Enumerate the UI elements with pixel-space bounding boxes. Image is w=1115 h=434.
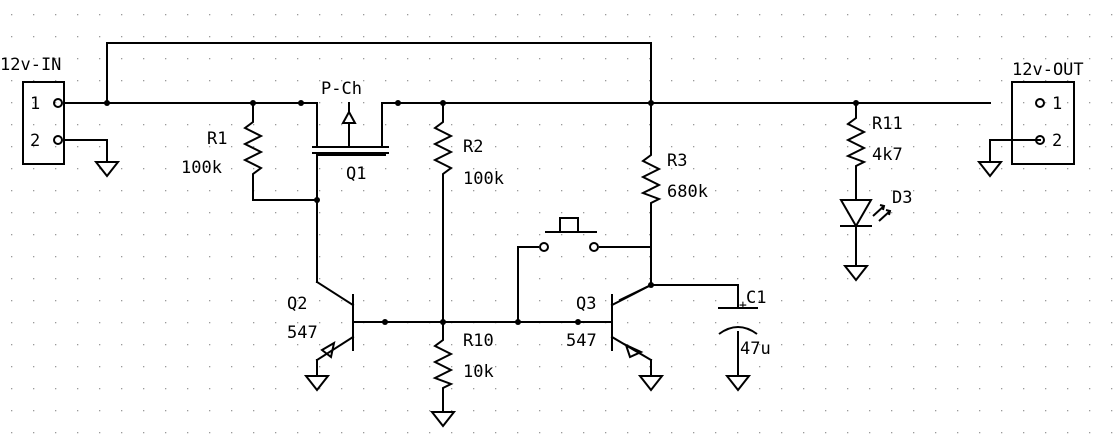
ground-icon bbox=[303, 375, 331, 392]
q1-type-label: P-Ch bbox=[321, 79, 362, 99]
q3-transistor: Q3 547 bbox=[566, 283, 653, 377]
r2-ref-label: R2 bbox=[463, 137, 483, 157]
q1-mosfet-symbol: P-Ch Q1 bbox=[312, 79, 389, 184]
output-connector: 12v-OUT 1 2 bbox=[1011, 60, 1084, 165]
q2-transistor: Q2 547 bbox=[287, 280, 355, 377]
q2-ref-label: Q2 bbox=[287, 294, 307, 314]
r3-resistor: R3 680k bbox=[640, 145, 708, 205]
junction-dots bbox=[104, 100, 859, 325]
ground-icon bbox=[637, 375, 665, 392]
ground-icon bbox=[976, 161, 1004, 178]
q3-value-label: 547 bbox=[566, 331, 597, 351]
ground-icon bbox=[429, 411, 457, 428]
r1-resistor: R1 100k bbox=[181, 110, 264, 190]
r11-value-label: 4k7 bbox=[872, 145, 903, 165]
ground-icon bbox=[93, 161, 121, 178]
q1-ref-label: Q1 bbox=[346, 164, 366, 184]
c1-polarity-label: + bbox=[739, 298, 747, 313]
pushbutton-switch bbox=[539, 217, 599, 252]
d3-led: D3 bbox=[839, 188, 912, 229]
c1-capacitor: + C1 47u bbox=[718, 288, 771, 359]
r2-resistor: R2 100k bbox=[432, 110, 504, 190]
r1-ref-label: R1 bbox=[207, 129, 227, 149]
q2-value-label: 547 bbox=[287, 323, 318, 343]
output-pin-2-label: 2 bbox=[1052, 131, 1062, 151]
output-pin-1-label: 1 bbox=[1052, 94, 1062, 114]
r2-value-label: 100k bbox=[463, 169, 504, 189]
r10-value-label: 10k bbox=[463, 362, 494, 382]
ground-icon bbox=[842, 265, 870, 282]
ground-symbols bbox=[93, 161, 1004, 428]
input-connector: 12v-IN 1 2 bbox=[0, 55, 65, 165]
r1-value-label: 100k bbox=[181, 158, 222, 178]
input-connector-title: 12v-IN bbox=[0, 55, 61, 75]
r3-value-label: 680k bbox=[667, 182, 708, 202]
input-pin-2-label: 2 bbox=[30, 131, 40, 151]
r10-ref-label: R10 bbox=[463, 331, 494, 351]
q3-ref-label: Q3 bbox=[576, 294, 596, 314]
r11-resistor: R11 4k7 bbox=[845, 110, 903, 170]
r10-resistor: R10 10k bbox=[432, 330, 494, 394]
c1-ref-label: C1 bbox=[746, 288, 766, 308]
c1-value-label: 47u bbox=[740, 339, 771, 359]
input-pin-1-label: 1 bbox=[30, 94, 40, 114]
ground-icon bbox=[724, 375, 752, 392]
d3-ref-label: D3 bbox=[892, 188, 912, 208]
r3-ref-label: R3 bbox=[667, 151, 687, 171]
r11-ref-label: R11 bbox=[872, 114, 903, 134]
output-connector-title: 12v-OUT bbox=[1012, 60, 1084, 80]
